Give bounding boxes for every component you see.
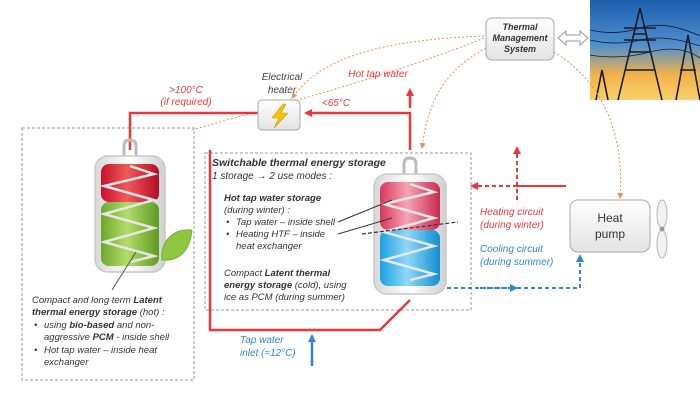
- lt-line1: Compact and long term Latent: [32, 295, 163, 306]
- lt-bullet1-line1: using bio-based and non-: [44, 320, 154, 331]
- hot-bullet1-dot: •: [226, 217, 230, 228]
- long-term-storage-tank: [94, 138, 166, 273]
- leaf-icon: [161, 229, 193, 261]
- lt-bullet2-line2: exchanger: [44, 357, 89, 368]
- thermal-management-system-box: [485, 17, 555, 61]
- switchable-storage-tank: [373, 156, 447, 295]
- switchable-storage-subtitle: 1 storage → 2 use modes :: [212, 171, 332, 182]
- fan-icon: [656, 199, 668, 259]
- heating-circuit-piping: [470, 146, 566, 200]
- heat-pump-label-line2: pump: [595, 227, 625, 241]
- lt-bullet1-line2: aggressive PCM - inside shell: [44, 332, 170, 343]
- switchable-storage-box: [204, 152, 472, 311]
- lt-line2: thermal energy storage (hot) :: [32, 307, 165, 318]
- electrical-heater-label-line2: heater: [268, 85, 297, 96]
- control-signal-lines: [191, 35, 624, 199]
- lightning-icon: [271, 103, 289, 129]
- electrical-heater-label-line1: Electrical: [262, 72, 303, 83]
- lt-bullet2-line1: Hot tap water – inside heat: [44, 345, 157, 356]
- double-arrow-icon: [557, 29, 589, 47]
- pointer-line: [111, 251, 137, 291]
- cooling-circuit-piping: [440, 254, 584, 292]
- heat-pump-box: [569, 199, 651, 253]
- pointer-exchanger: [337, 217, 393, 235]
- heat-pump-label-line1: Heat: [597, 211, 623, 225]
- cold-line3: ice as PCM (during summer): [224, 292, 345, 303]
- cooling-circuit-label-line1: Cooling circuit: [480, 244, 544, 255]
- hot-mode-title: Hot tap water storage: [224, 193, 322, 204]
- hot-tap-water-label: Hot tap water: [348, 69, 408, 80]
- hot-bullet1: Tap water – inside shell: [236, 217, 336, 228]
- hot-mode-description: Hot tap water storage (during winter) : …: [224, 193, 336, 252]
- temp-gt100-label: >100°C: [169, 85, 204, 96]
- tap-water-inlet-line2: inlet (≈12°C): [240, 348, 296, 359]
- cold-line2: energy storage (cold), using: [224, 280, 347, 291]
- mode-separator-line: [361, 221, 459, 235]
- tms-label-line2: Management: [492, 33, 548, 43]
- long-term-storage-box: [21, 127, 195, 381]
- power-lines-image: [589, 0, 700, 101]
- heating-circuit-label-line2: (during winter): [480, 220, 544, 231]
- heating-circuit-label-line1: Heating circuit: [480, 207, 545, 218]
- lt-bullet1-dot: •: [34, 320, 38, 331]
- lt-bullet2-dot: •: [34, 345, 38, 356]
- hot-bullet2-line1: Heating HTF – inside: [236, 229, 325, 240]
- pointer-shell: [337, 199, 393, 223]
- tap-water-inlet-line1: Tap water: [240, 335, 284, 346]
- temp-lt65-label: <65°C: [322, 98, 351, 109]
- long-term-storage-description: Compact and long term Latent thermal ene…: [32, 295, 170, 368]
- tms-label-line1: Thermal: [502, 22, 538, 32]
- cooling-circuit-label-line2: (during summer): [480, 257, 553, 268]
- switchable-storage-title: Switchable thermal energy storage: [212, 157, 386, 169]
- hot-water-piping: [128, 88, 414, 332]
- hot-bullet2-dot: •: [226, 229, 230, 240]
- tms-label-line3: System: [504, 44, 536, 54]
- if-required-label: (if required): [160, 97, 211, 108]
- cold-line1: Compact Latent thermal: [224, 268, 330, 279]
- cold-mode-description: Compact Latent thermal energy storage (c…: [224, 268, 347, 303]
- hot-mode-sub: (during winter) :: [224, 205, 290, 216]
- hot-bullet2-line2: heat exchanger: [236, 241, 302, 252]
